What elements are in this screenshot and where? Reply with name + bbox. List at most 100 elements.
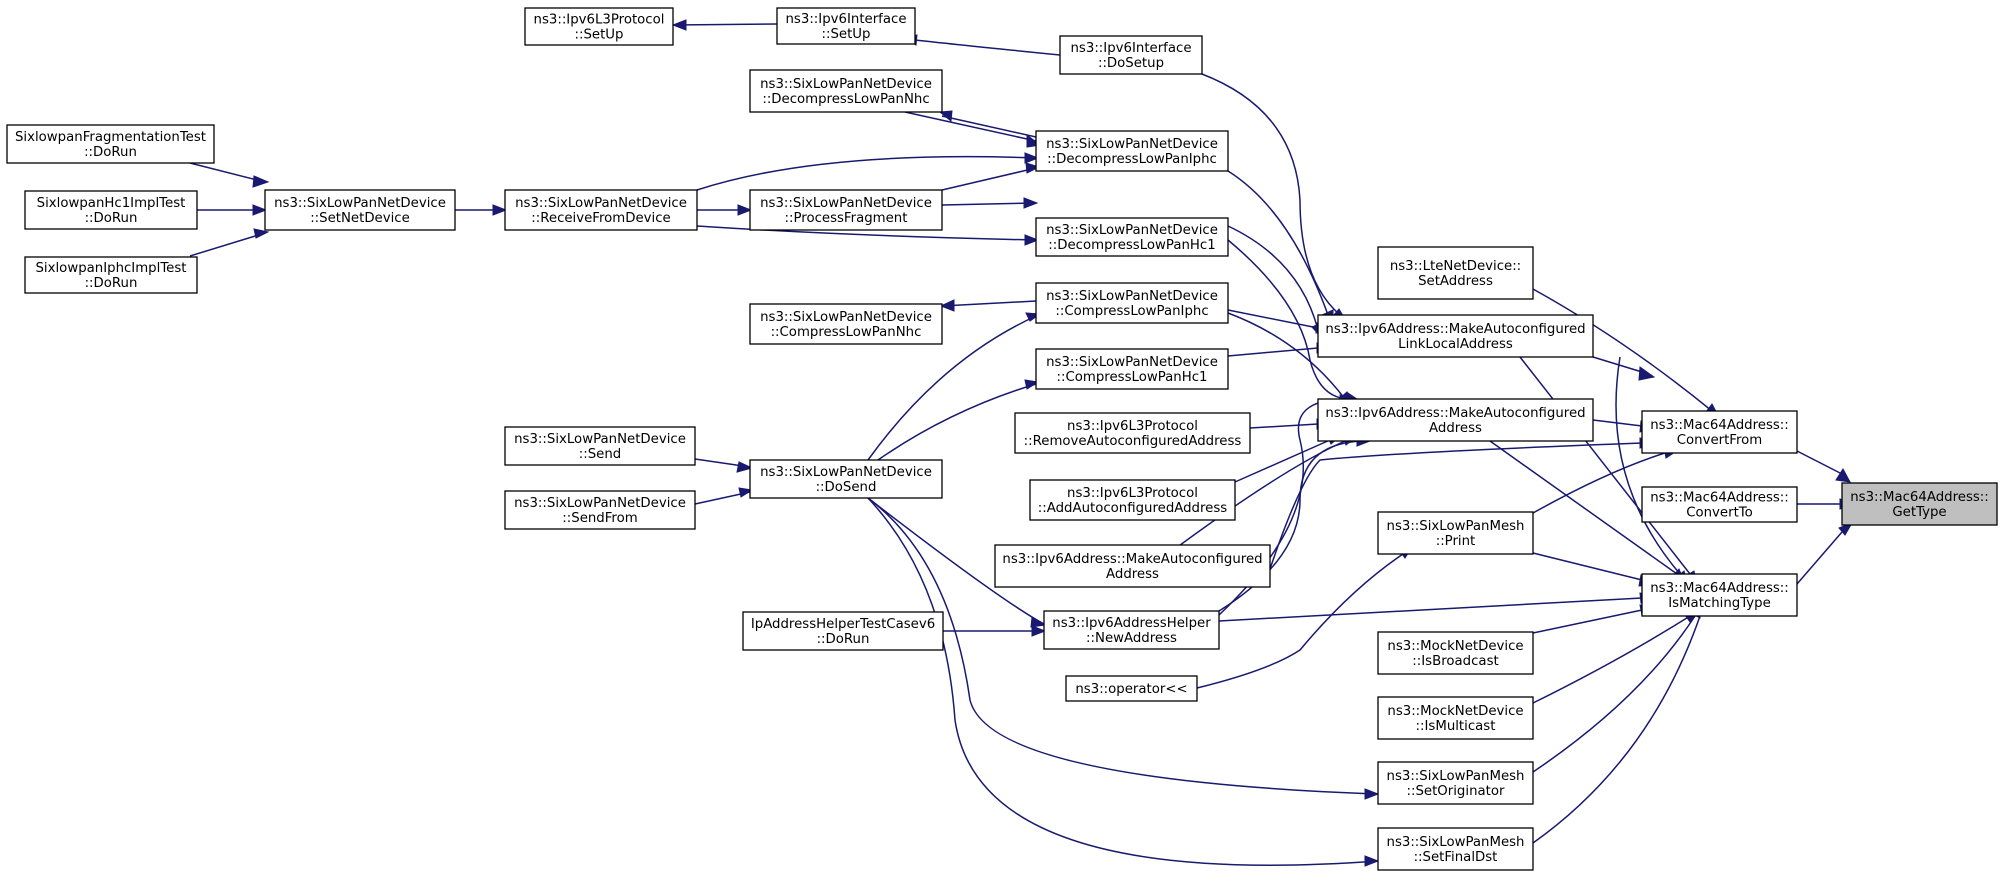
call-edge-arrowhead: [1364, 855, 1380, 867]
graph-node-ipv6if-setup[interactable]: ns3::Ipv6Interface::SetUp: [776, 7, 916, 45]
graph-node-ipv6l3-setup[interactable]: ns3::Ipv6L3Protocol::SetUp: [524, 7, 674, 46]
graph-node-comp-nhc[interactable]: ns3::SixLowPanNetDevice::CompressLowPanN…: [749, 303, 943, 345]
node-label: ::DecompressLowPanIphc: [1047, 152, 1217, 167]
call-edge-line: [1218, 597, 1643, 622]
call-edge-line: [1615, 356, 1681, 575]
graph-node-decomp-hc1[interactable]: ns3::SixLowPanNetDevice::DecompressLowPa…: [1035, 217, 1229, 257]
node-label: ns3::Ipv6AddressHelper: [1052, 616, 1211, 631]
graph-node-hc1test[interactable]: SixlowpanHc1ImplTest::DoRun: [24, 190, 198, 230]
node-box: [6, 124, 215, 164]
node-label: ns3::Mac64Address::: [1650, 491, 1789, 506]
graph-node-ipv6if-dosetup[interactable]: ns3::Ipv6Interface::DoSetup: [1059, 35, 1203, 75]
graph-node-makeauto-addr2[interactable]: ns3::Ipv6Address::MakeAutoconfiguredAddr…: [994, 544, 1271, 588]
node-box: [264, 189, 456, 231]
graph-node-iphctest[interactable]: SixlowpanIphcImplTest::DoRun: [24, 256, 198, 294]
call-edge-line: [1796, 531, 1843, 585]
call-edge-line: [1201, 73, 1341, 316]
node-label: SixlowpanFragmentationTest: [15, 130, 206, 145]
node-box: [504, 189, 698, 231]
node-box: [524, 7, 674, 46]
graph-node-receivefromdevice[interactable]: ns3::SixLowPanNetDevice::ReceiveFromDevi…: [504, 189, 698, 231]
graph-node-iphelpertest[interactable]: IpAddressHelperTestCasev6::DoRun: [742, 611, 944, 651]
node-label: ns3::operator<<: [1075, 682, 1187, 697]
call-edge-line: [189, 162, 266, 183]
graph-node-decomp-nhc[interactable]: ns3::SixLowPanNetDevice::DecompressLowPa…: [749, 69, 943, 113]
graph-node-comp-hc1[interactable]: ns3::SixLowPanNetDevice::CompressLowPanH…: [1035, 348, 1229, 390]
node-box: [1641, 410, 1798, 454]
node-box: [1029, 479, 1236, 521]
graph-node-removeauto[interactable]: ns3::Ipv6L3Protocol::RemoveAutoconfigure…: [1014, 412, 1251, 454]
graph-node-mock-isbroadcast[interactable]: ns3::MockNetDevice::IsBroadcast: [1377, 631, 1534, 675]
call-edge-line: [1227, 347, 1319, 357]
node-label: ConvertFrom: [1677, 433, 1763, 448]
graph-node-makeauto-lla[interactable]: ns3::Ipv6Address::MakeAutoconfiguredLink…: [1317, 314, 1594, 358]
node-label: GetType: [1892, 505, 1946, 520]
graph-node-convertto[interactable]: ns3::Mac64Address::ConvertTo: [1641, 486, 1798, 523]
graph-node-setnetdevice[interactable]: ns3::SixLowPanNetDevice::SetNetDevice: [264, 189, 456, 231]
call-edge-arrowhead: [253, 228, 270, 239]
graph-node-sendfrom[interactable]: ns3::SixLowPanNetDevice::SendFrom: [504, 490, 696, 530]
call-edge-arrowhead: [736, 461, 754, 473]
node-label: ns3::SixLowPanMesh: [1387, 519, 1525, 534]
graph-node-lte-setaddress[interactable]: ns3::LteNetDevice::SetAddress: [1377, 246, 1534, 300]
node-label: ::SetUp: [822, 27, 871, 42]
node-label: ::DoRun: [85, 276, 138, 291]
graph-node-convertfrom[interactable]: ns3::Mac64Address::ConvertFrom: [1641, 410, 1798, 454]
call-edge-line: [1519, 356, 1691, 575]
graph-node-decomp-iphc[interactable]: ns3::SixLowPanNetDevice::DecompressLowPa…: [1035, 130, 1229, 172]
call-edge-line: [1489, 440, 1678, 575]
node-label: ::SetOriginator: [1407, 784, 1505, 799]
graph-node-dosend[interactable]: ns3::SixLowPanNetDevice::DoSend: [749, 459, 943, 499]
node-label: SixlowpanIphcImplTest: [35, 261, 186, 276]
call-edge-line: [696, 155, 1037, 191]
node-box: [1035, 217, 1229, 257]
node-label: ns3::Ipv6Interface: [786, 12, 907, 27]
graph-node-makeauto-addr[interactable]: ns3::Ipv6Address::MakeAutoconfiguredAddr…: [1317, 398, 1594, 442]
call-edge-arrowhead: [737, 204, 753, 216]
graph-node-mock-ismulticast[interactable]: ns3::MockNetDevice::IsMulticast: [1377, 696, 1534, 740]
graph-node-mesh-setoriginator[interactable]: ns3::SixLowPanMesh::SetOriginator: [1377, 761, 1534, 805]
call-edge-line: [941, 300, 1037, 307]
graph-node-comp-iphc[interactable]: ns3::SixLowPanNetDevice::CompressLowPanI…: [1035, 282, 1229, 324]
node-label: ns3::MockNetDevice: [1387, 704, 1523, 719]
node-label: ::DoRun: [85, 211, 138, 226]
node-label: ::SetFinalDst: [1414, 850, 1498, 865]
graph-node-operator-out[interactable]: ns3::operator<<: [1065, 675, 1198, 702]
node-label: ns3::Mac64Address::: [1650, 418, 1789, 433]
graph-node-mesh-setfinaldst[interactable]: ns3::SixLowPanMesh::SetFinalDst: [1377, 827, 1534, 871]
node-box: [1035, 130, 1229, 172]
call-edge-arrowhead: [1030, 616, 1047, 628]
node-box: [994, 544, 1271, 588]
node-label: Address: [1106, 567, 1159, 582]
call-edge-line: [1227, 239, 1353, 400]
node-box: [749, 69, 943, 113]
node-label: ns3::MockNetDevice: [1387, 639, 1523, 654]
node-box: [1014, 412, 1251, 454]
node-box: [776, 7, 916, 45]
graph-node-ismatchingtype[interactable]: ns3::Mac64Address::IsMatchingType: [1641, 573, 1798, 617]
node-label: ::DoRun: [84, 145, 137, 160]
call-edge-arrowhead: [252, 204, 268, 216]
call-edge-arrowhead: [1835, 468, 1851, 483]
node-box: [749, 189, 943, 231]
node-label: ns3::SixLowPanNetDevice: [760, 77, 932, 92]
node-box: [1377, 761, 1534, 805]
node-box: [1377, 511, 1534, 555]
graph-node-fragtest[interactable]: SixlowpanFragmentationTest::DoRun: [6, 124, 215, 164]
node-box: [1317, 314, 1594, 358]
node-label: ::NewAddress: [1086, 631, 1177, 646]
call-edge-line: [1532, 552, 1643, 581]
graph-node-processfragment[interactable]: ns3::SixLowPanNetDevice::ProcessFragment: [749, 189, 943, 231]
graph-node-gettype[interactable]: ns3::Mac64Address::GetType: [1841, 482, 1998, 526]
node-label: ::ReceiveFromDevice: [531, 211, 670, 226]
node-label: ::ProcessFragment: [785, 211, 908, 226]
call-edge-line: [1532, 288, 1713, 412]
graph-node-addauto[interactable]: ns3::Ipv6L3Protocol::AddAutoconfiguredAd…: [1029, 479, 1236, 521]
graph-node-mesh-print[interactable]: ns3::SixLowPanMesh::Print: [1377, 511, 1534, 555]
graph-node-newaddress[interactable]: ns3::Ipv6AddressHelper::NewAddress: [1043, 610, 1220, 650]
call-edge-line: [1532, 615, 1696, 773]
node-label: ns3::Ipv6L3Protocol: [1067, 419, 1198, 434]
call-edge-arrowhead: [1364, 788, 1380, 800]
graph-node-send[interactable]: ns3::SixLowPanNetDevice::Send: [504, 426, 696, 466]
node-label: ns3::SixLowPanNetDevice: [274, 196, 446, 211]
